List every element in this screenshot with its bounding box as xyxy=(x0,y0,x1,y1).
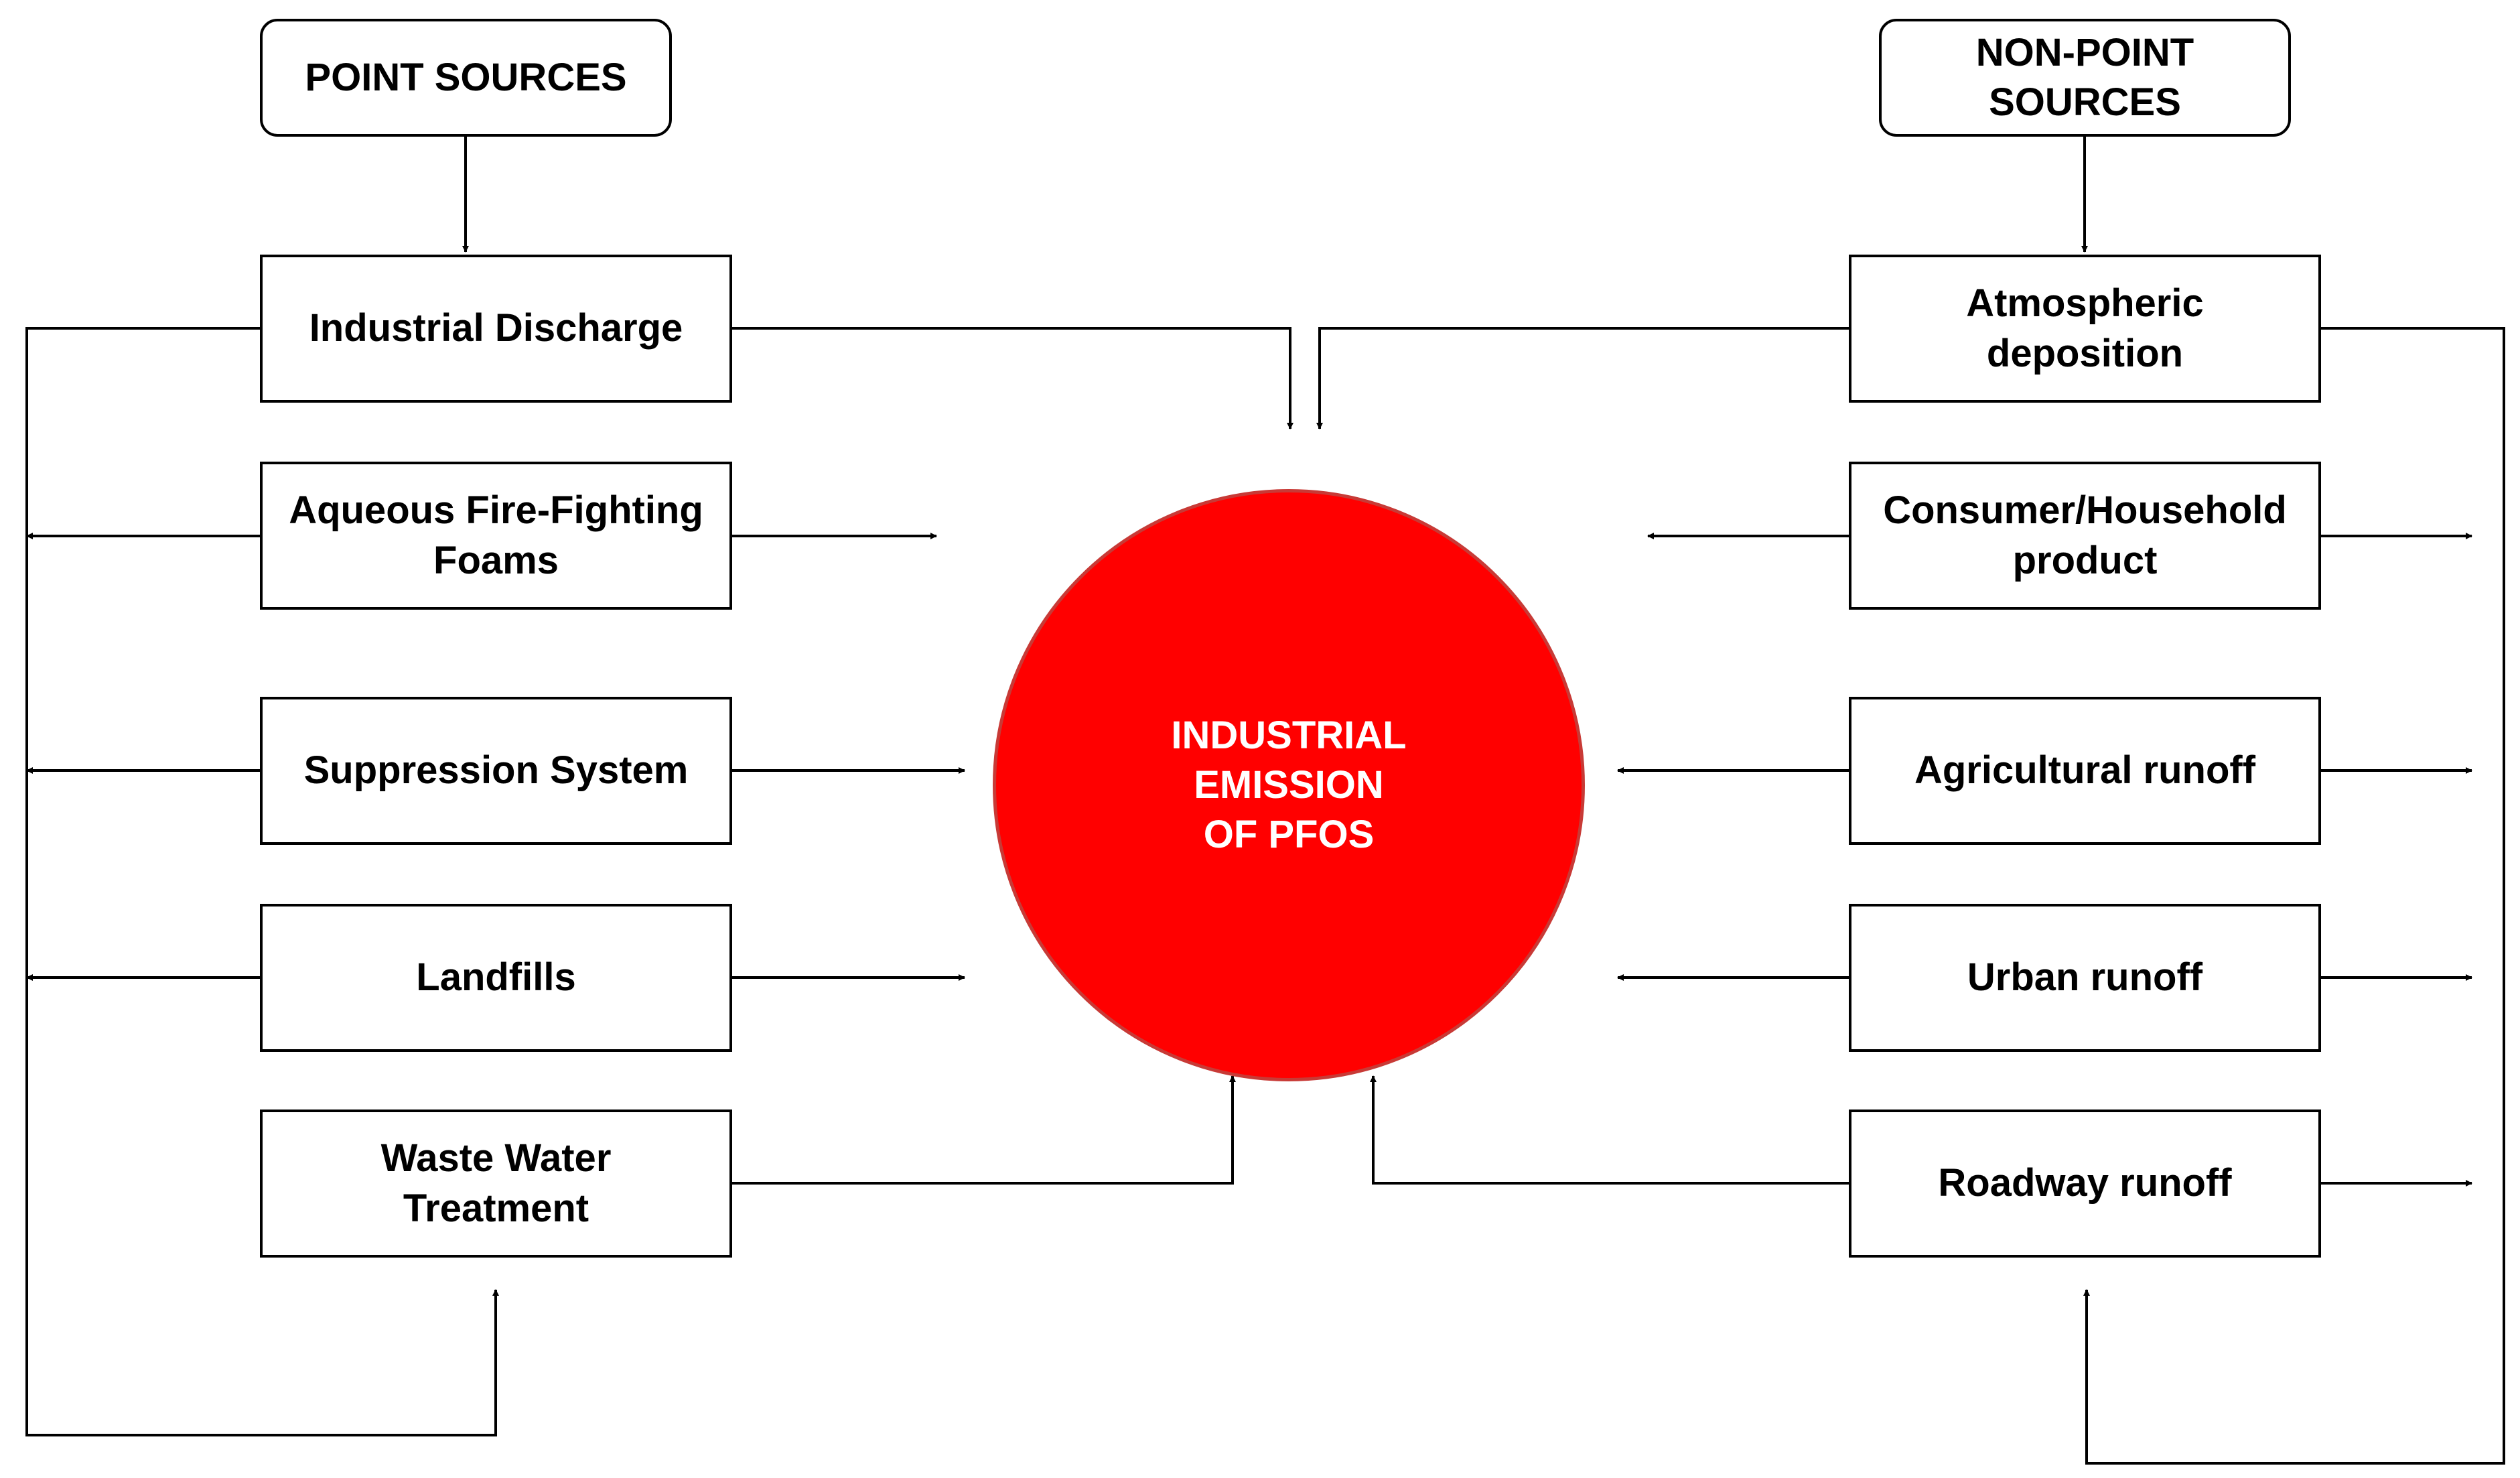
atmospheric-deposition-to-center-arrow xyxy=(1316,327,1849,429)
roadway-runoff-box: Roadway runoff xyxy=(1849,1110,2321,1258)
industrial-discharge-to-center-arrow xyxy=(732,327,1293,429)
industrial-left-loop-line xyxy=(25,327,499,1436)
landfills-box: Landfills xyxy=(260,904,732,1052)
industrial-emission-circle: INDUSTRIAL EMISSION OF PFOS xyxy=(993,489,1585,1081)
atmospheric-deposition-box: Atmospheric deposition xyxy=(1849,255,2321,403)
nonpoint-sources-header: NON-POINT SOURCES xyxy=(1879,19,2291,137)
consumer-household-product-box: Consumer/Household product xyxy=(1849,462,2321,610)
suppression-system-box: Suppression System xyxy=(260,697,732,845)
aqueous-fire-fighting-foams-box: Aqueous Fire-Fighting Foams xyxy=(260,462,732,610)
waste-water-to-center-arrow xyxy=(732,1075,1236,1185)
point-sources-header: POINT SOURCES xyxy=(260,19,672,137)
industrial-discharge-box: Industrial Discharge xyxy=(260,255,732,403)
atmospheric-right-loop-line xyxy=(2083,327,2505,1465)
waste-water-treatment-box: Waste Water Treatment xyxy=(260,1110,732,1258)
roadway-to-center-arrow xyxy=(1370,1075,1849,1185)
urban-runoff-box: Urban runoff xyxy=(1849,904,2321,1052)
agricultural-runoff-box: Agricultural runoff xyxy=(1849,697,2321,845)
